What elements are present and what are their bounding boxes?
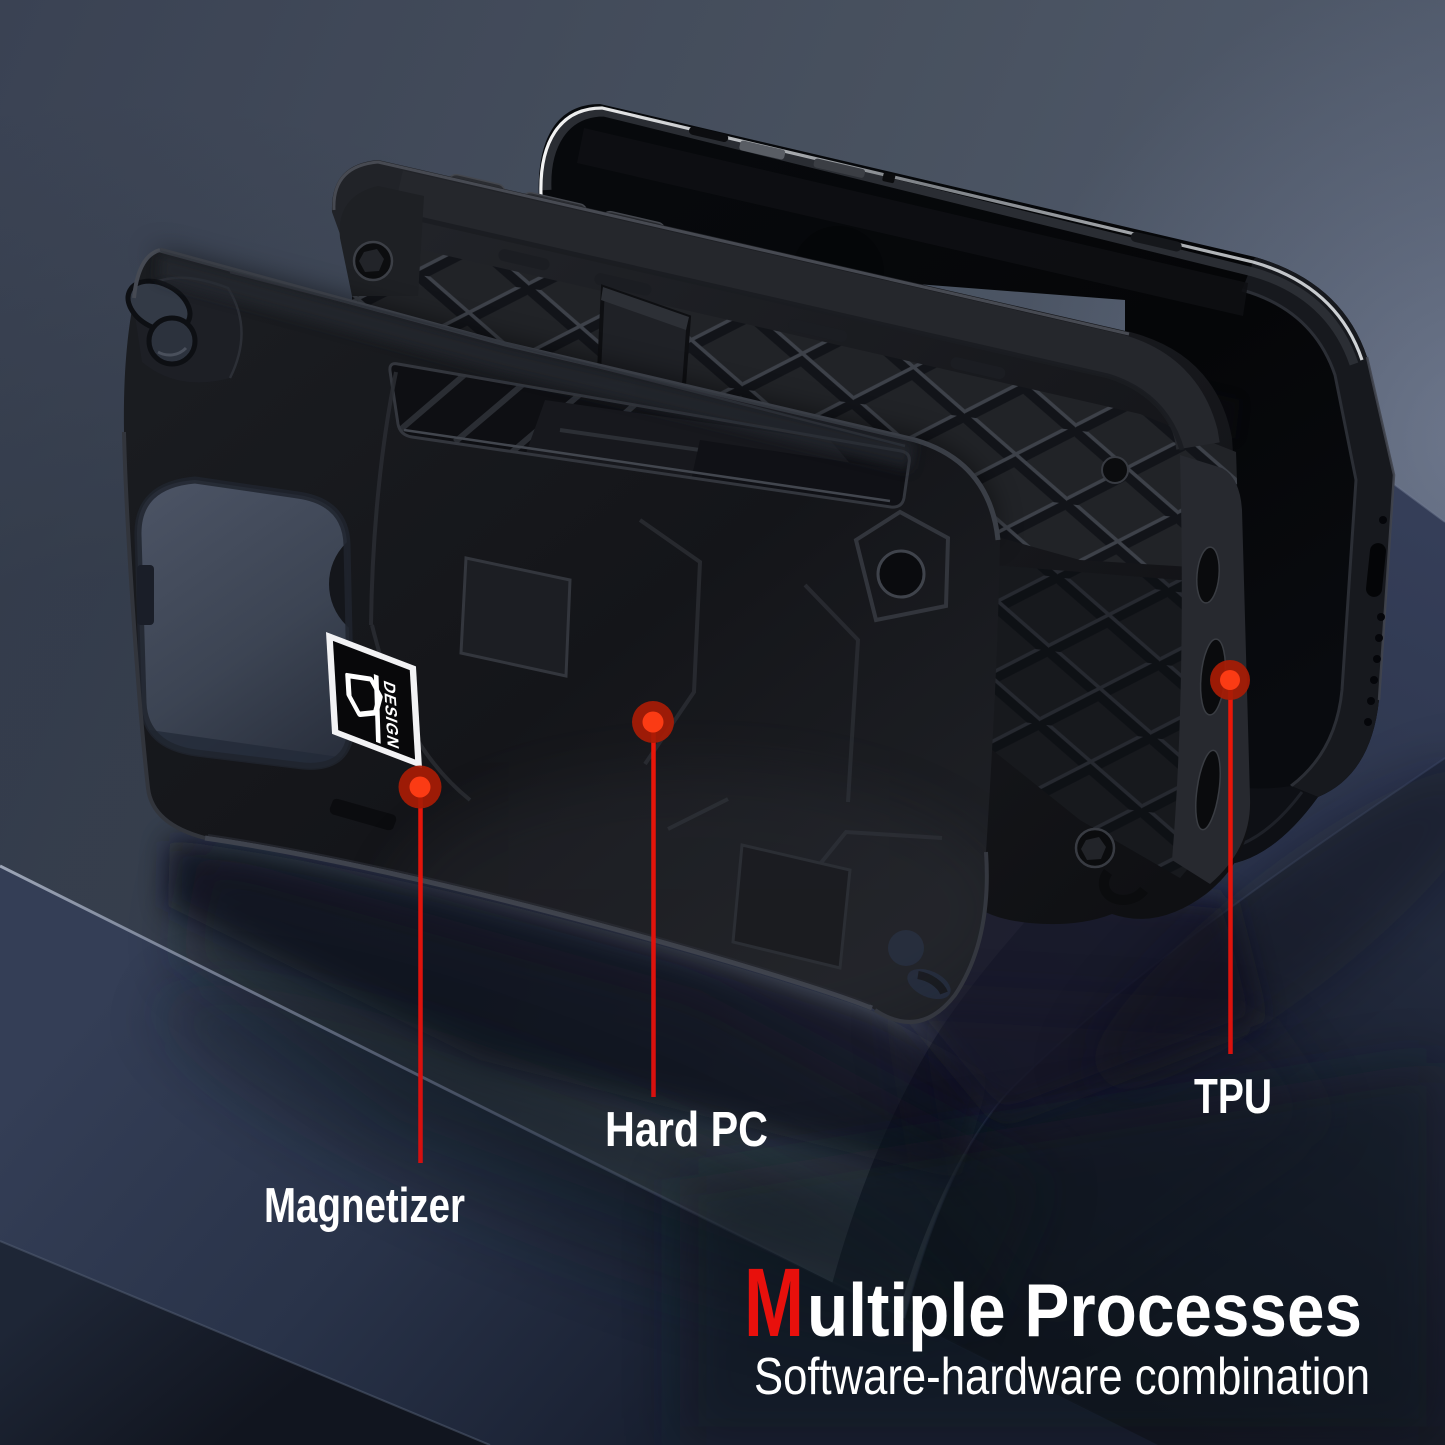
svg-text:M: M: [744, 1248, 804, 1357]
svg-text:Magnetizer: Magnetizer: [264, 1179, 465, 1233]
svg-text:ultiple Processes: ultiple Processes: [807, 1268, 1362, 1352]
svg-text:Hard PC: Hard PC: [605, 1103, 768, 1157]
svg-text:TPU: TPU: [1194, 1070, 1272, 1124]
svg-text:DESIGN: DESIGN: [380, 678, 403, 752]
svg-text:Software-hardware combination: Software-hardware combination: [754, 1348, 1370, 1406]
